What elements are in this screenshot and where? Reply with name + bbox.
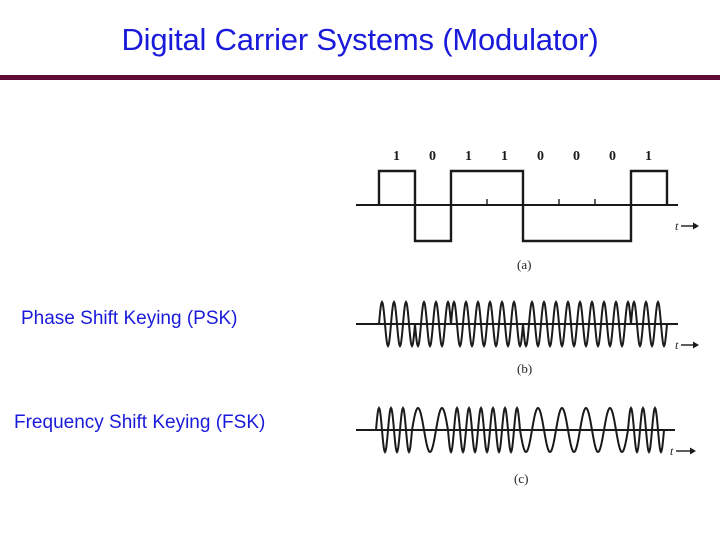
slide-title: Digital Carrier Systems (Modulator) [121, 22, 599, 57]
bit-labels: 1 0 1 1 0 0 0 1 [393, 149, 652, 164]
bit-label: 0 [609, 149, 616, 164]
svg-text:t: t [675, 338, 679, 352]
bit-label: 0 [429, 149, 436, 164]
psk-label: Phase Shift Keying (PSK) [21, 308, 238, 329]
caption-c: (c) [514, 471, 528, 486]
caption-b: (b) [517, 361, 532, 376]
fsk-waveform [375, 405, 665, 455]
bit-label: 0 [573, 149, 580, 164]
fsk-label: Frequency Shift Keying (FSK) [14, 412, 266, 433]
title-divider [0, 75, 720, 80]
bit-ticks [486, 199, 596, 205]
time-arrow-a: t [675, 219, 699, 233]
time-arrow-c: t [670, 444, 696, 458]
svg-text:t: t [675, 219, 679, 233]
psk-waveform [378, 299, 668, 349]
svg-text:t: t [670, 444, 674, 458]
psk-waveform-panel: t (b) [356, 299, 699, 376]
bit-label: 1 [501, 149, 508, 164]
digital-waveform [377, 169, 669, 243]
fsk-waveform-panel: t (c) [356, 405, 696, 486]
time-arrow-b: t [675, 338, 699, 352]
bit-label: 0 [537, 149, 544, 164]
bit-label: 1 [645, 149, 652, 164]
bit-label: 1 [393, 149, 400, 164]
caption-a: (a) [517, 257, 531, 272]
digital-waveform-panel: 1 0 1 1 0 0 0 1 t (a) [356, 149, 699, 272]
bit-label: 1 [465, 149, 472, 164]
